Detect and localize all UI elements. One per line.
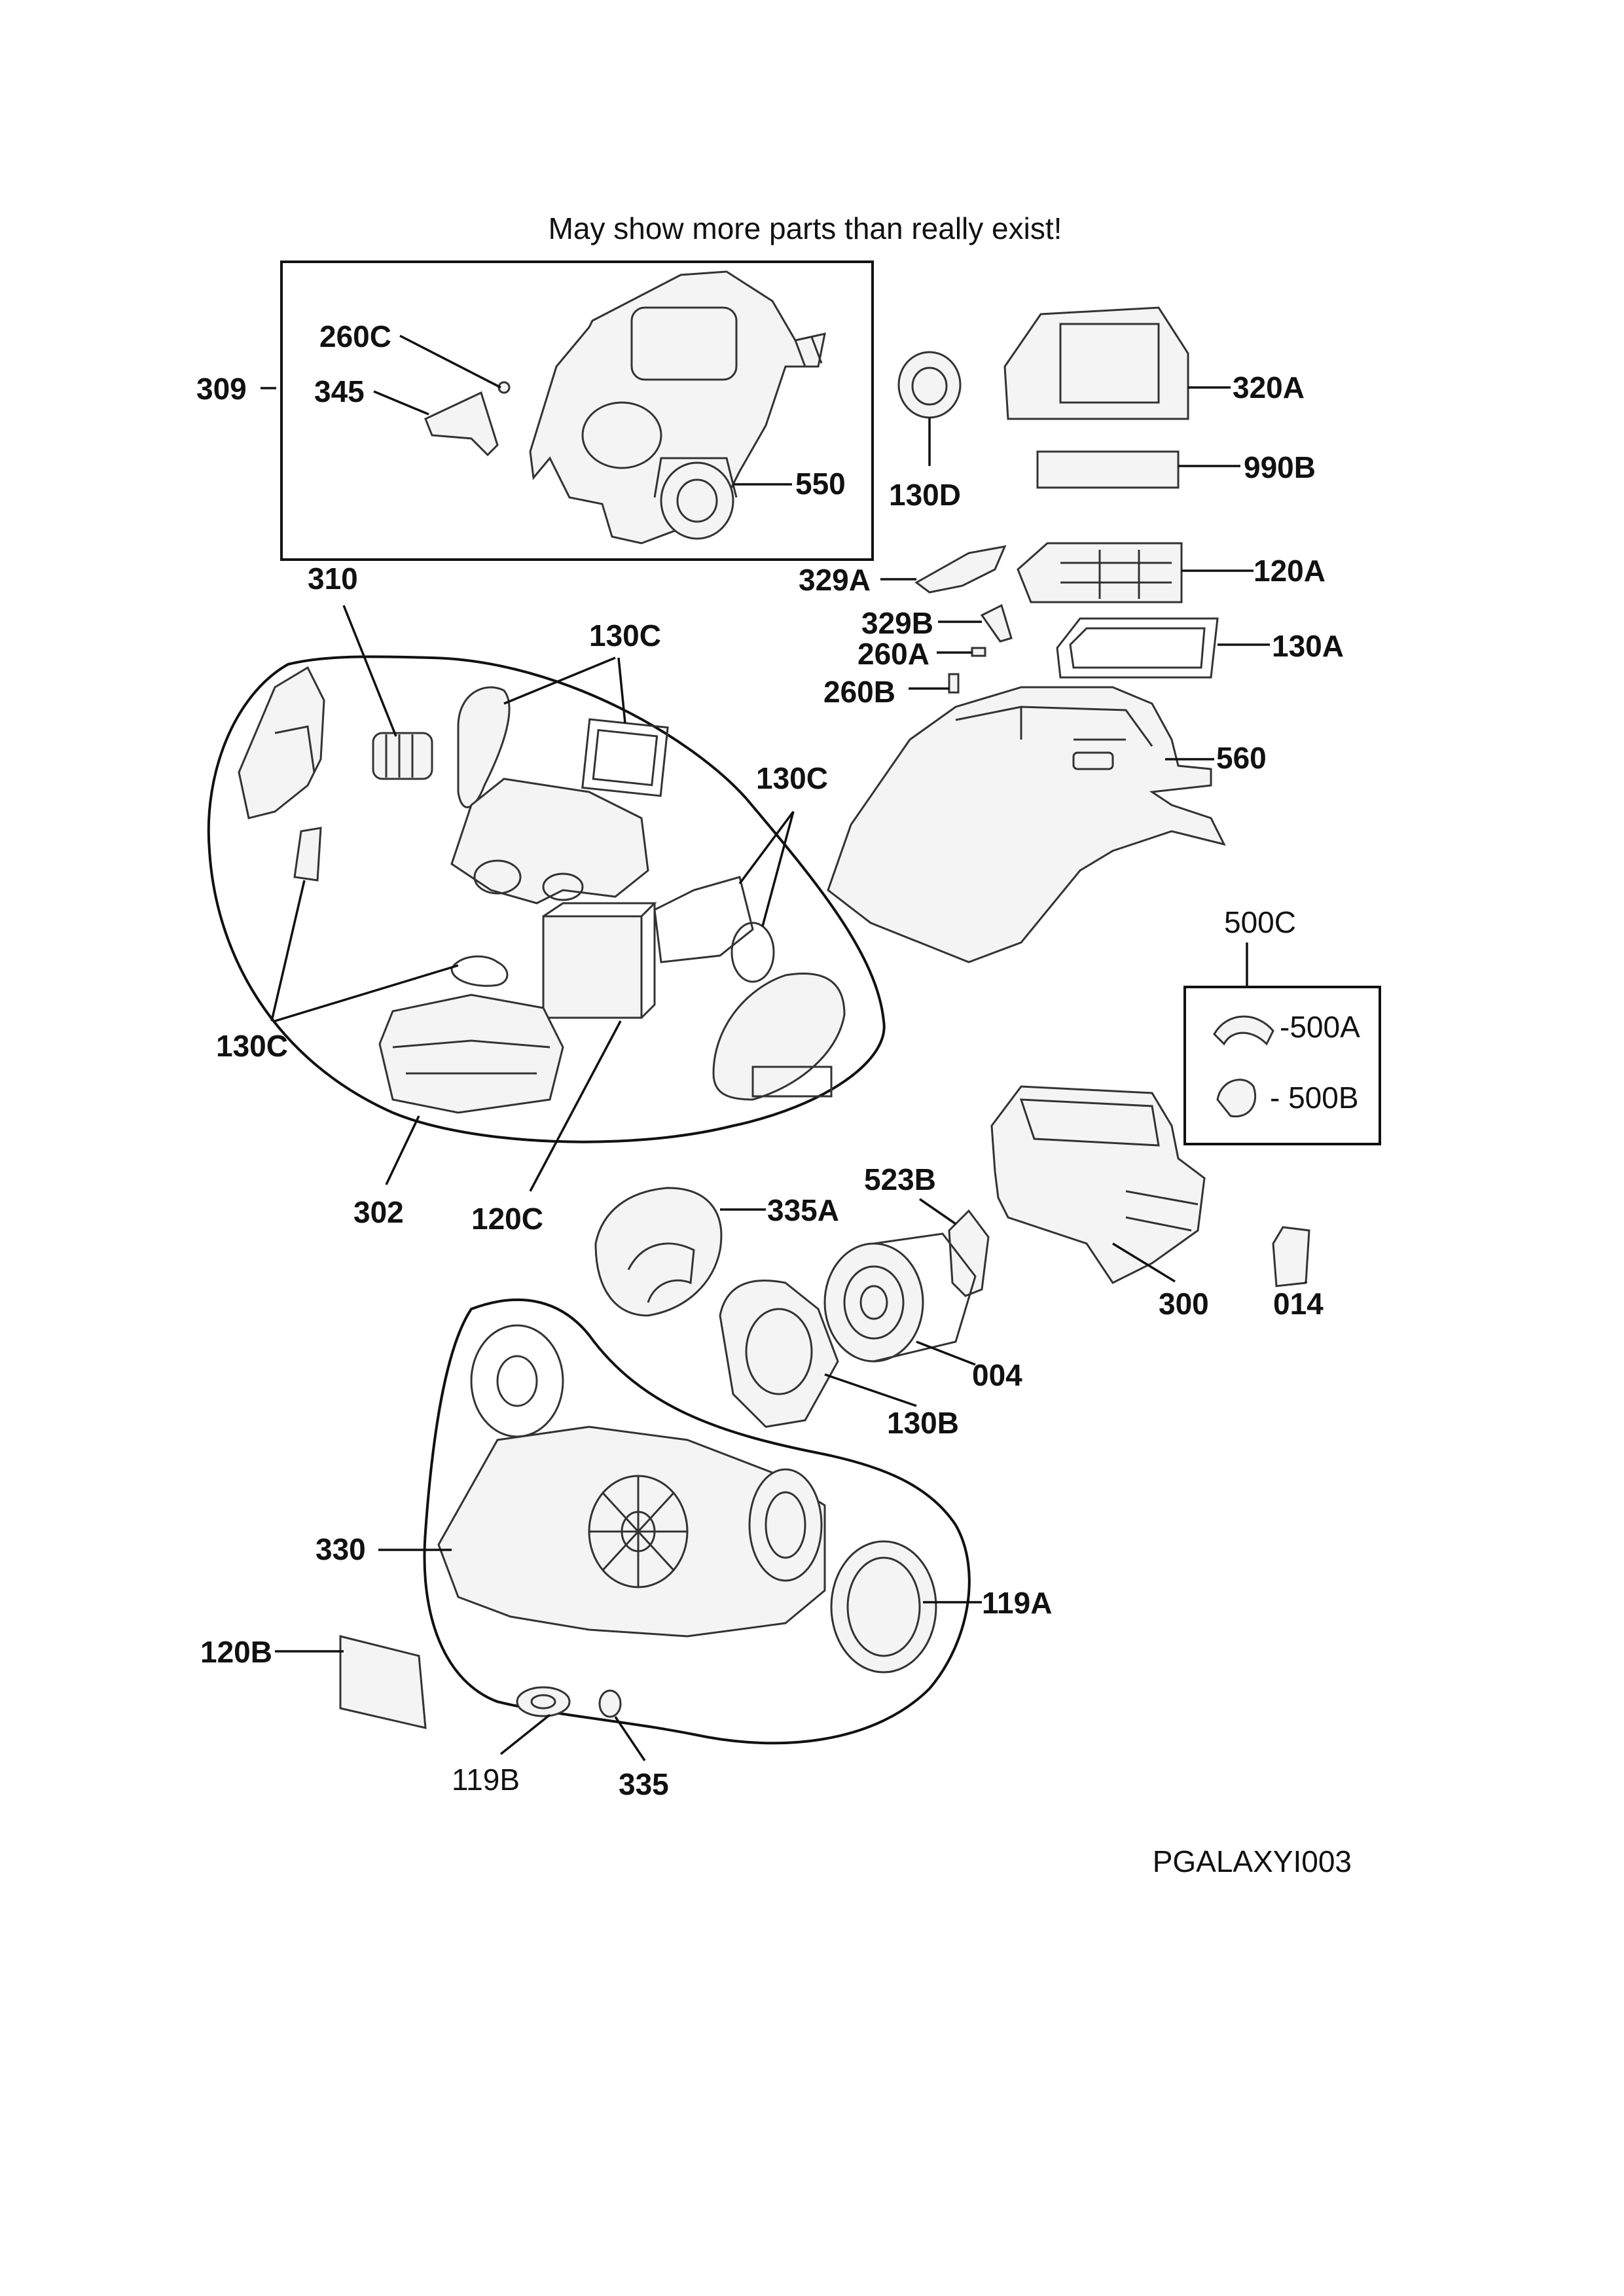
part-130C-frame [581, 718, 669, 797]
label-120B: 120B [200, 1635, 272, 1669]
label-130C-right: 130C [756, 761, 828, 795]
part-130B-seal [719, 1280, 839, 1428]
label-320A: 320A [1233, 370, 1305, 404]
part-990B-pad [1036, 450, 1180, 489]
part-523B-mount [948, 1209, 990, 1297]
part-260A-screw [971, 647, 986, 657]
part-300-housing [990, 1085, 1206, 1284]
label-130A: 130A [1272, 629, 1344, 663]
part-cyclone-housing [450, 778, 649, 905]
part-014-block [1272, 1226, 1310, 1287]
label-990B: 990B [1244, 450, 1316, 484]
box-309 [280, 260, 874, 561]
part-335-screw [598, 1689, 622, 1718]
part-130A-gasket [1056, 617, 1219, 679]
label-260B: 260B [823, 675, 895, 709]
part-550-ring [653, 457, 738, 540]
diagram-code: PGALAXYI003 [1153, 1844, 1352, 1878]
group-302-boundary [207, 655, 886, 1143]
part-345-clip [424, 391, 499, 457]
part-130C-small-seal [450, 955, 509, 987]
label-014: 014 [1273, 1287, 1324, 1321]
label-260A: 260A [857, 637, 929, 671]
part-119B-castor [516, 1686, 571, 1717]
part-260B-screw [948, 673, 960, 694]
part-329A-latch [914, 545, 1007, 594]
label-120C: 120C [471, 1202, 543, 1236]
part-120A-filter [1017, 542, 1183, 603]
part-500A-brush [1213, 1015, 1274, 1046]
part-330-base [437, 1324, 826, 1638]
part-side-wheel [748, 1468, 823, 1582]
label-345: 345 [314, 374, 365, 408]
label-300: 300 [1159, 1287, 1209, 1321]
label-500C: 500C [1224, 905, 1296, 939]
box-500C [1183, 986, 1381, 1145]
part-500B-nozzle [1216, 1079, 1257, 1118]
label-500B: - 500B [1270, 1081, 1359, 1115]
label-119B: 119B [452, 1763, 520, 1797]
part-004-motor [823, 1232, 977, 1363]
part-329B-clip [980, 603, 1013, 643]
part-120C-filter [542, 902, 657, 1019]
label-130D: 130D [889, 478, 961, 512]
label-500A: -500A [1280, 1010, 1360, 1044]
label-004: 004 [972, 1358, 1022, 1392]
part-130C-small-left [293, 827, 322, 882]
label-260C: 260C [319, 319, 391, 353]
part-130C-left-duct [238, 666, 325, 819]
part-130C-right-cover [712, 973, 846, 1101]
label-329B: 329B [861, 606, 933, 640]
header-note: May show more parts than really exist! [549, 211, 1062, 245]
part-120B-grille [339, 1635, 427, 1729]
part-335A-cover [594, 1187, 723, 1317]
part-130C-right-seal [653, 876, 775, 983]
label-330: 330 [316, 1532, 366, 1566]
part-dust-container [378, 994, 564, 1114]
label-120A: 120A [1254, 554, 1326, 588]
label-302: 302 [353, 1195, 404, 1229]
part-310-filter [372, 732, 433, 780]
label-523B: 523B [864, 1162, 936, 1196]
part-130C-paddle [457, 686, 511, 808]
part-130D-ring [897, 351, 962, 419]
label-130C-top: 130C [589, 619, 661, 653]
label-550: 550 [795, 467, 846, 501]
label-130C-left: 130C [216, 1029, 288, 1063]
label-335: 335 [619, 1767, 669, 1801]
part-560-shell [827, 686, 1226, 963]
part-320A-grille [1003, 306, 1189, 420]
label-310: 310 [308, 562, 358, 596]
group-330-boundary [423, 1298, 971, 1745]
label-560: 560 [1216, 741, 1267, 775]
part-119A-wheel [830, 1540, 937, 1674]
label-119A: 119A [982, 1586, 1052, 1620]
label-329A: 329A [799, 563, 871, 597]
label-335A: 335A [767, 1193, 839, 1227]
label-309: 309 [196, 372, 247, 406]
label-130B: 130B [887, 1406, 959, 1440]
